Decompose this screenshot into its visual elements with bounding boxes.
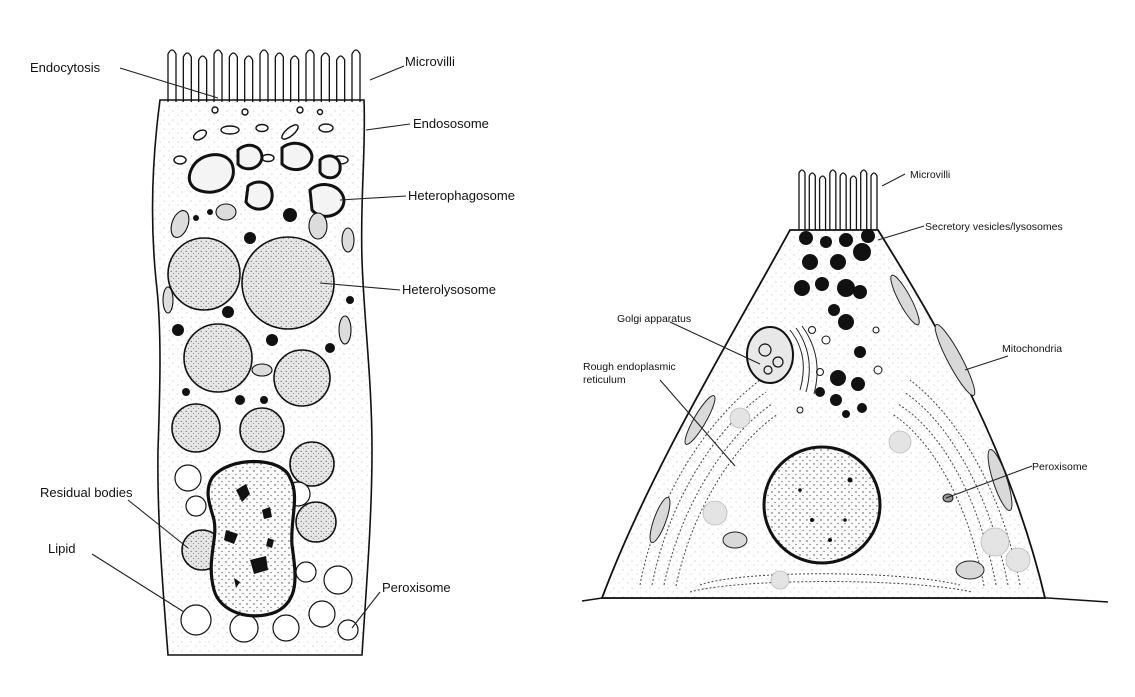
microvillus <box>799 170 805 230</box>
right-nucleus <box>764 447 880 563</box>
microvillus <box>352 50 360 102</box>
left-microvilli <box>168 50 360 102</box>
microvillus <box>871 173 877 230</box>
label-heterolysosome: Heterolysosome <box>402 282 496 297</box>
label-microvilli-left: Microvilli <box>405 54 455 69</box>
microvillus <box>820 176 826 230</box>
label-peroxisome-left: Peroxisome <box>382 580 451 595</box>
label-rer-1: Rough endoplasmic <box>583 361 676 373</box>
microvillus <box>245 56 253 102</box>
microvillus <box>850 176 856 230</box>
label-mitochondria: Mitochondria <box>1002 343 1062 355</box>
label-golgi: Golgi apparatus <box>617 313 691 325</box>
left-cell <box>153 50 372 655</box>
right-peroxisome <box>943 494 953 502</box>
microvillus <box>809 173 815 230</box>
microvillus <box>275 53 283 102</box>
microvillus <box>830 170 836 230</box>
label-microvilli-right: Microvilli <box>910 169 950 181</box>
microvillus <box>183 53 191 102</box>
label-heterophagosome: Heterophagosome <box>408 188 515 203</box>
microvillus <box>199 56 207 102</box>
label-endososome: Endososome <box>413 116 489 131</box>
microvillus <box>168 50 176 102</box>
left-nucleus <box>208 462 295 616</box>
label-endocytosis: Endocytosis <box>30 60 101 75</box>
right-cell <box>582 170 1108 602</box>
microvillus <box>214 50 222 102</box>
microvillus <box>260 50 268 102</box>
label-secretory-vesicles: Secretory vesicles/lysosomes <box>925 221 1063 233</box>
label-rer-2: reticulum <box>583 374 626 386</box>
microvillus <box>337 56 345 102</box>
label-peroxisome-right: Peroxisome <box>1032 461 1088 473</box>
right-microvilli <box>799 170 877 230</box>
label-lipid: Lipid <box>48 541 75 556</box>
microvillus <box>229 53 237 102</box>
label-residual-bodies: Residual bodies <box>40 485 133 500</box>
microvillus <box>840 173 846 230</box>
microvillus <box>306 50 314 102</box>
microvillus <box>321 53 329 102</box>
microvillus <box>291 56 299 102</box>
microvillus <box>861 170 867 230</box>
